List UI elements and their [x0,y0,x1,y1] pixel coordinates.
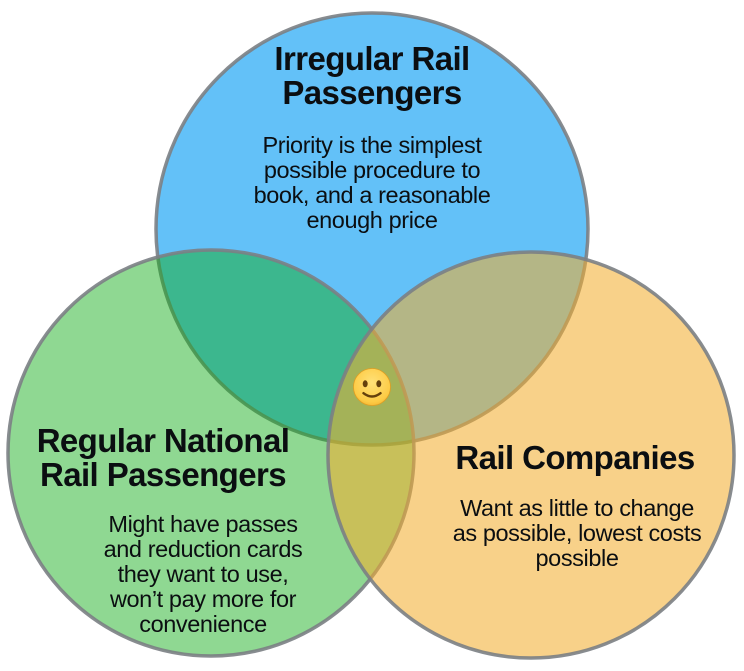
circle-rail-companies [326,250,736,660]
body-line: possible [535,545,619,571]
body-line: and reduction cards [103,536,303,562]
body-regular-national-rail-passengers: Might have passes and reduction cards th… [104,512,303,637]
body-line: book, and a reasonable [253,182,491,208]
body-line: convenience [139,611,267,637]
title-line: Passengers [282,74,462,111]
body-line: Priority is the simplest [262,132,482,158]
smiley-emoji-graphic [353,368,391,406]
body-irregular-rail-passengers: Priority is the simplest possible proced… [254,133,491,233]
body-line: they want to use, [117,561,289,587]
body-line: enough price [306,207,438,233]
title-line: Irregular Rail [274,40,470,77]
body-line: Might have passes [108,511,298,537]
title-regular-national-rail-passengers: Regular National Rail Passengers [37,424,290,492]
body-line: Want as little to change [460,495,694,521]
title-line: Regular National [36,422,290,459]
smiley-emoji [352,367,392,407]
title-line: Rail Passengers [40,456,287,493]
title-irregular-rail-passengers: Irregular Rail Passengers [274,40,470,111]
title-line: Rail Companies [455,439,695,476]
body-line: possible procedure to [263,157,481,183]
title-rail-companies: Rail Companies [455,439,695,476]
body-rail-companies: Want as little to change as possible, lo… [453,496,702,571]
body-line: won’t pay more for [109,586,297,612]
body-line: as possible, lowest costs [452,520,702,546]
